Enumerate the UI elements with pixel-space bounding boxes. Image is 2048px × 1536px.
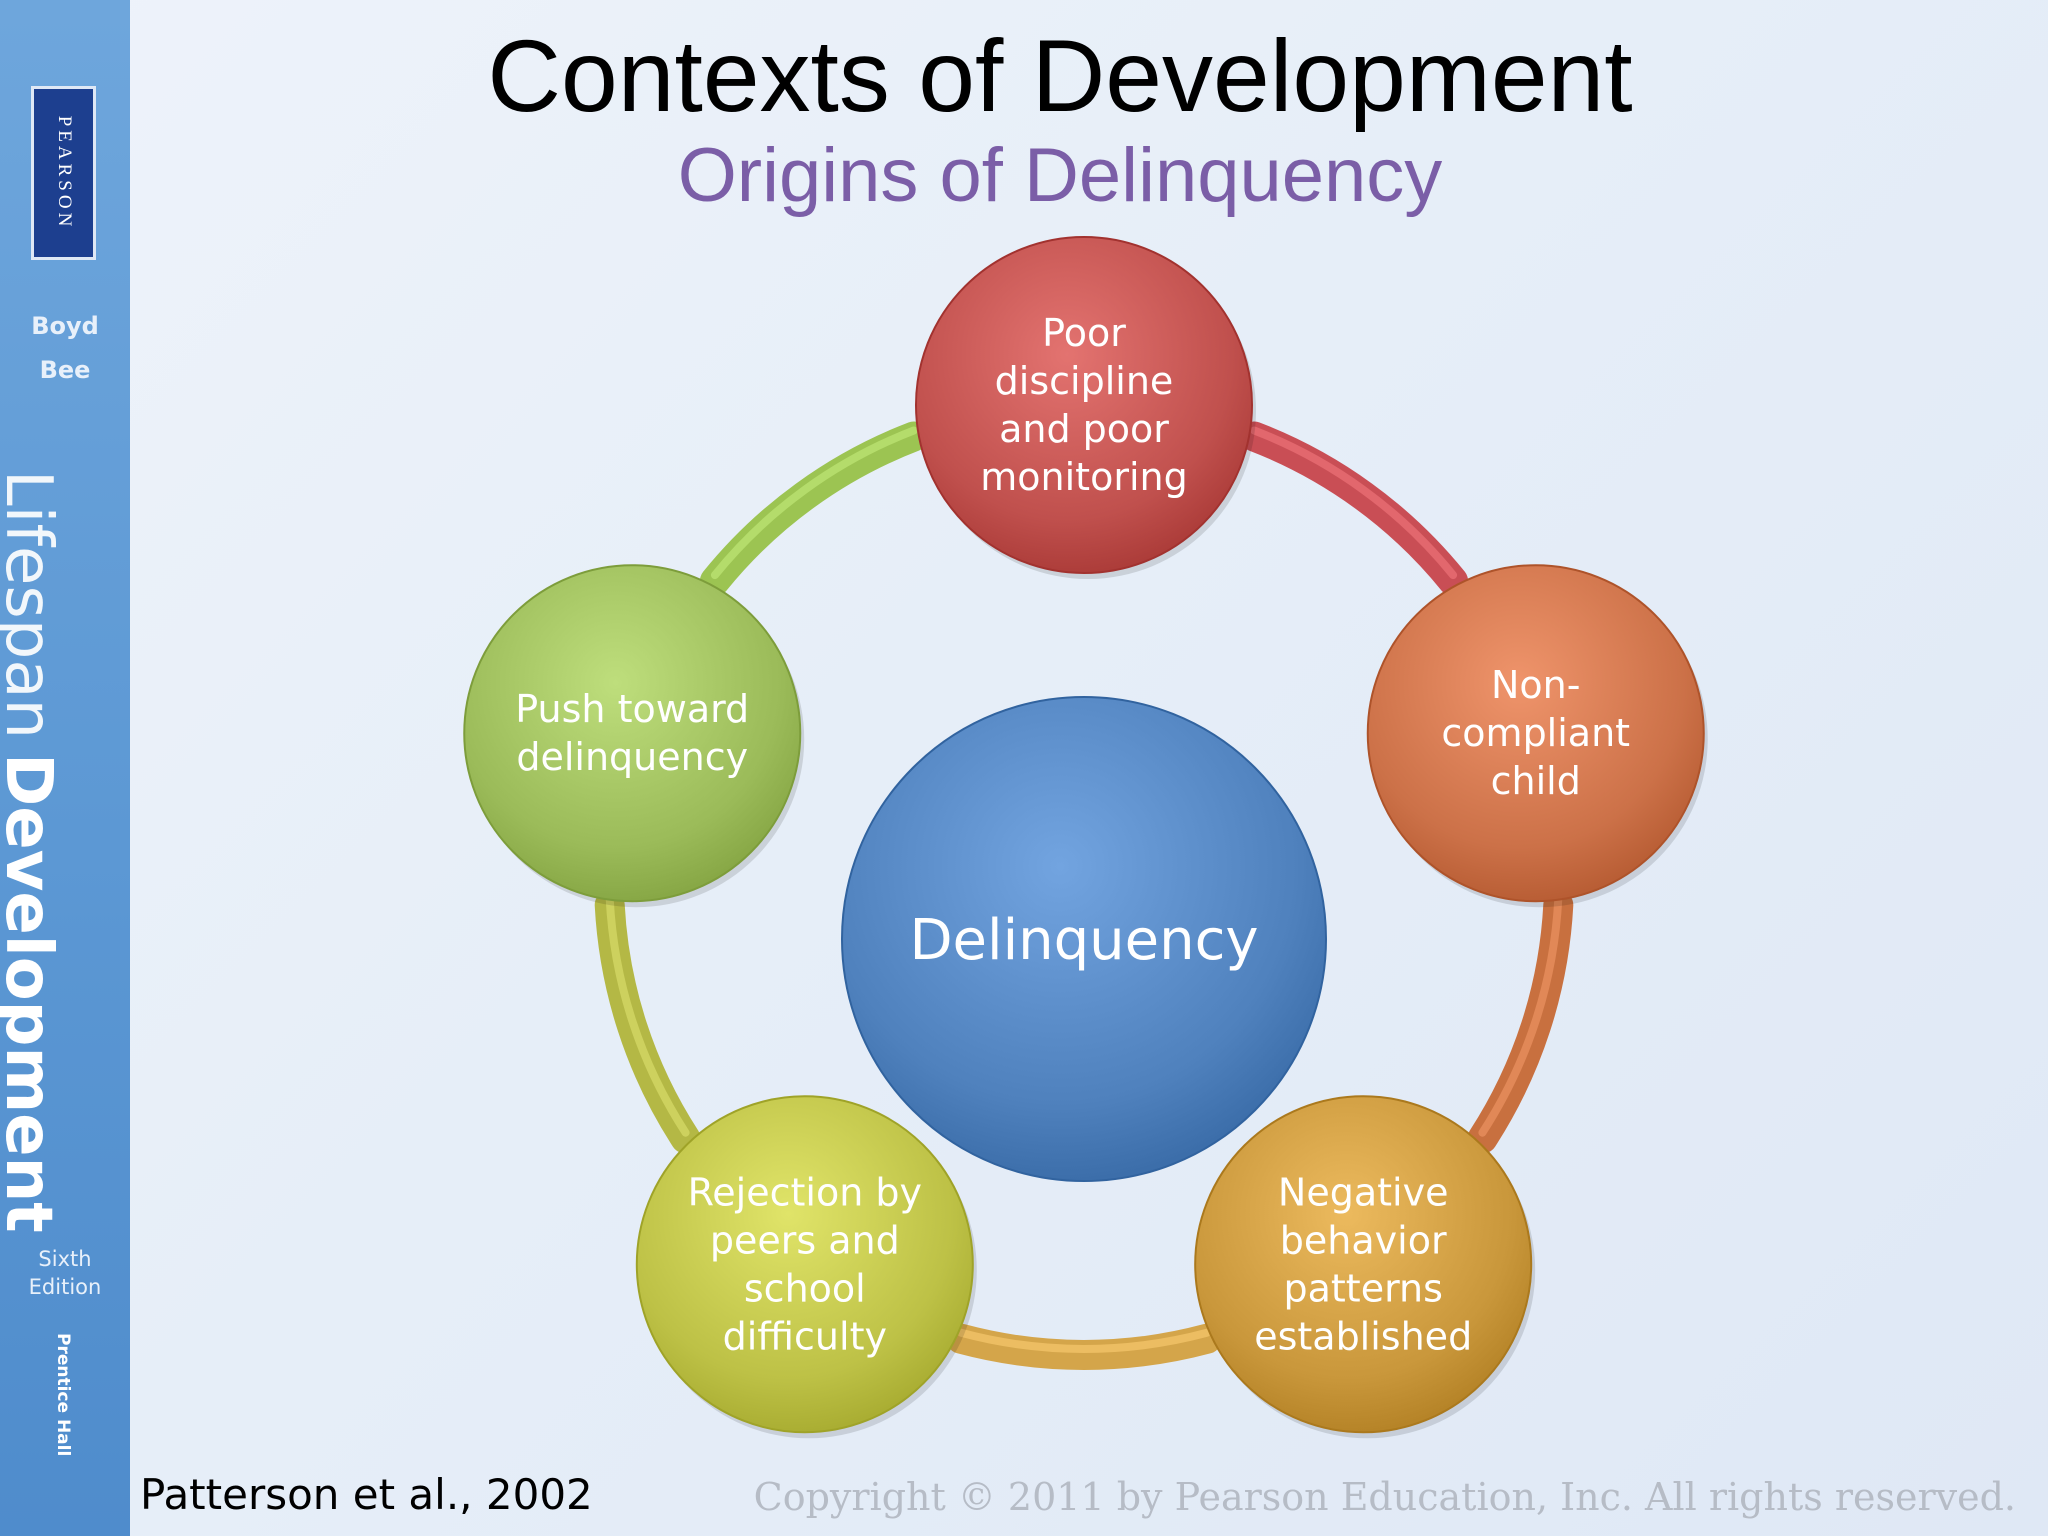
node-label-line: patterns — [1283, 1266, 1442, 1310]
node-circle — [915, 236, 1253, 574]
cycle-arc-4 — [594, 889, 701, 1154]
node-label-line: monitoring — [980, 455, 1187, 499]
cycle-arc-highlight-1 — [1250, 426, 1458, 580]
cycle-arcs — [594, 421, 1574, 1370]
node-label-line: school — [744, 1266, 866, 1310]
node-label-line: behavior — [1280, 1218, 1447, 1262]
citation: Patterson et al., 2002 — [140, 1470, 593, 1519]
pearson-logo: PEARSON — [31, 86, 96, 260]
center-node: Delinquency — [841, 696, 1327, 1182]
node-label-line: child — [1491, 759, 1581, 803]
copyright-notice: Copyright © 2011 by Pearson Education, I… — [753, 1475, 2016, 1519]
node-label-line: Rejection by — [688, 1170, 922, 1214]
node-circle — [1194, 1095, 1533, 1434]
slide-title: Contexts of Development — [487, 19, 1633, 133]
node-circle — [635, 1095, 974, 1434]
book-sidebar: PEARSON Boyd Bee LifespanDevelopment Six… — [0, 0, 130, 1536]
center-circle — [841, 696, 1327, 1182]
node-label-line: discipline — [995, 359, 1174, 403]
node-label-line: Non- — [1491, 663, 1580, 707]
cycle-arc-highlight-5 — [710, 426, 918, 580]
cycle-arc-highlight-3 — [957, 1328, 1211, 1353]
node-label-line: Push toward — [515, 687, 749, 731]
author-boyd: Boyd — [31, 312, 99, 340]
node-label-line: Poor — [1042, 311, 1126, 355]
node-label-line: established — [1254, 1314, 1472, 1358]
node-label-line: compliant — [1441, 711, 1630, 755]
slide-subtitle: Origins of Delinquency — [677, 133, 1443, 218]
node-label-line: difficulty — [723, 1314, 887, 1358]
cycle-arc-5 — [699, 421, 929, 597]
author-bee: Bee — [39, 356, 91, 384]
cycle-arc-1 — [1239, 421, 1469, 597]
edition-line-2: Edition — [28, 1275, 102, 1299]
node-circle — [463, 564, 802, 903]
cycle-arc-3 — [946, 1323, 1222, 1370]
node-label-line: Negative — [1278, 1170, 1449, 1214]
cycle-arc-highlight-2 — [1478, 894, 1563, 1137]
node-label-line: delinquency — [516, 735, 748, 779]
cycle-arc-highlight-4 — [605, 894, 690, 1137]
node-label-line: peers and — [710, 1218, 900, 1262]
node-circle — [1366, 564, 1705, 903]
edition-line-1: Sixth — [38, 1247, 92, 1271]
cycle-arc-2 — [1467, 889, 1574, 1154]
node-label-line: and poor — [999, 407, 1169, 451]
center-label: Delinquency — [909, 908, 1258, 973]
